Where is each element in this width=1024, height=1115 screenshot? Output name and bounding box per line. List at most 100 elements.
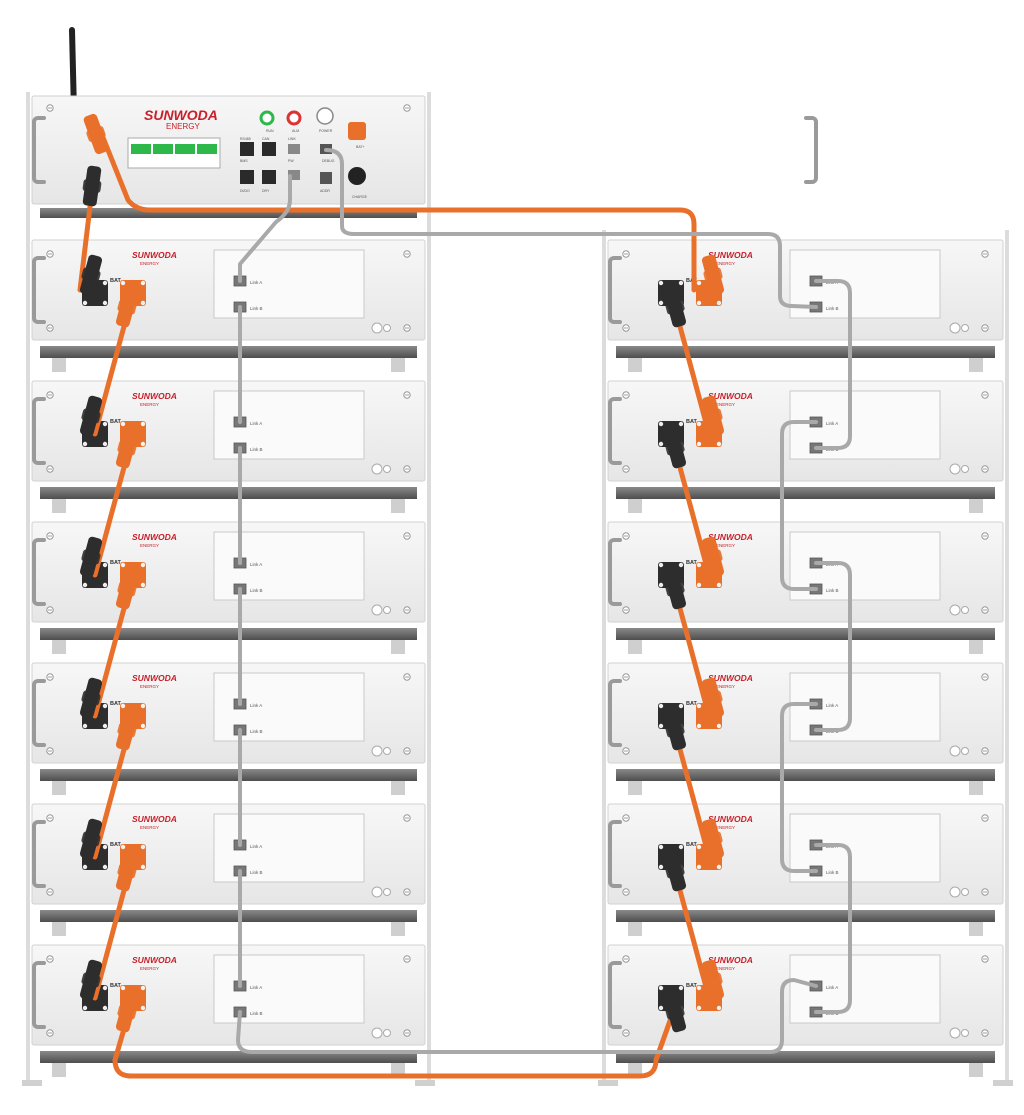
screw-icon [403, 465, 411, 473]
terminal-bolt [102, 300, 108, 306]
handle-icon [32, 397, 46, 465]
rack-rail [616, 346, 995, 358]
inter-rack-power-cable [112, 995, 674, 1079]
controller-brand-sub: ENERGY [166, 122, 200, 131]
plug-collar [665, 581, 685, 597]
screw-icon [622, 814, 630, 822]
indicator-icon [961, 606, 969, 614]
rack-post-right [427, 92, 431, 1080]
terminal-bolt [140, 280, 146, 286]
handle-bar [804, 116, 818, 184]
screw-icon [403, 814, 411, 822]
terminal-bolt [658, 723, 664, 729]
dial-icon [949, 322, 961, 334]
rack-foot-left [598, 1080, 618, 1086]
brand-logo-sub: ENERGY [140, 966, 159, 971]
positive-plug [115, 286, 139, 328]
brand-logo-sub: ENERGY [716, 825, 735, 830]
link-b-label: Link B [826, 306, 839, 311]
brand-logo: SUNWODA [708, 391, 753, 401]
controller-negative-plug [82, 165, 102, 207]
link-b-label: Link B [250, 1011, 263, 1016]
plug-collar [81, 690, 101, 706]
screw-icon [403, 888, 411, 896]
terminal-bolt [140, 703, 146, 709]
link-b-label: Link B [250, 870, 263, 875]
plug-collar [82, 179, 102, 193]
rack-rail [616, 487, 995, 499]
plug-collar [703, 831, 723, 847]
port-label: LINK [288, 137, 296, 141]
handle-icon [804, 116, 818, 184]
bat-neg-label: BAT- [110, 983, 123, 989]
terminal-bolt [102, 280, 108, 286]
indicator-icon [961, 324, 969, 332]
port-label: DRY [262, 189, 270, 193]
terminal-bolt [678, 421, 684, 427]
led-green-icon [259, 110, 275, 126]
brand-logo: SUNWODA [132, 250, 177, 260]
brand-logo: SUNWODA [132, 532, 177, 542]
screw-icon [981, 324, 989, 332]
handle-icon [32, 679, 46, 747]
rail-bracket [52, 640, 66, 654]
terminal-bolt [140, 562, 146, 568]
port-label: POWER [319, 129, 333, 133]
dial-icon [371, 886, 383, 898]
rack-foot-left [22, 1080, 42, 1086]
indicator-icon [383, 324, 391, 332]
screw-icon [981, 673, 989, 681]
screw-icon [46, 391, 54, 399]
handle-icon [32, 961, 46, 1029]
screw-icon [46, 606, 54, 614]
negative-plug [663, 709, 687, 751]
terminal-bolt [140, 844, 146, 850]
link-b-label: Link B [826, 588, 839, 593]
rack-rail [616, 910, 995, 922]
handle-bar [32, 116, 46, 184]
terminal-bolt [696, 703, 702, 709]
handle-bar [608, 397, 622, 465]
power-button-icon [316, 107, 334, 125]
port-label: DI/DO [240, 189, 250, 193]
terminal-bolt [658, 703, 664, 709]
screw-icon [981, 250, 989, 258]
terminal-bolt [102, 844, 108, 850]
rail-bracket [969, 1063, 983, 1077]
screw-icon [981, 1029, 989, 1037]
link-a-label: Link A [250, 985, 262, 990]
terminal-bolt [678, 985, 684, 991]
negative-plug [79, 395, 103, 437]
rack-post-left [602, 230, 606, 1080]
dial-icon [371, 604, 383, 616]
plug-collar [81, 972, 101, 988]
rack-rail [40, 487, 417, 499]
brand-logo-sub: ENERGY [140, 825, 159, 830]
rack-foot-right [993, 1080, 1013, 1086]
positive-plug [115, 568, 139, 610]
plug-collar [117, 722, 137, 738]
brand-logo: SUNWODA [708, 532, 753, 542]
terminal-bolt [102, 582, 108, 588]
terminal-bolt [82, 864, 88, 870]
screw-icon [981, 532, 989, 540]
plug-collar [703, 972, 723, 988]
negative-plug [79, 536, 103, 578]
terminal-bolt [716, 441, 722, 447]
link-a-label: Link A [250, 280, 262, 285]
terminal-bolt [140, 300, 146, 306]
debug-port [320, 172, 332, 184]
screw-icon [403, 324, 411, 332]
rail-bracket [391, 640, 405, 654]
handle-bar [608, 538, 622, 606]
terminal-bolt [696, 985, 702, 991]
screw-icon [46, 955, 54, 963]
positive-plug [701, 395, 725, 437]
rack-frame [598, 230, 1013, 1086]
brand-logo-sub: ENERGY [140, 684, 159, 689]
plug-collar [81, 831, 101, 847]
screw-icon [403, 606, 411, 614]
rail-bracket [52, 922, 66, 936]
rail-bracket [52, 499, 66, 513]
